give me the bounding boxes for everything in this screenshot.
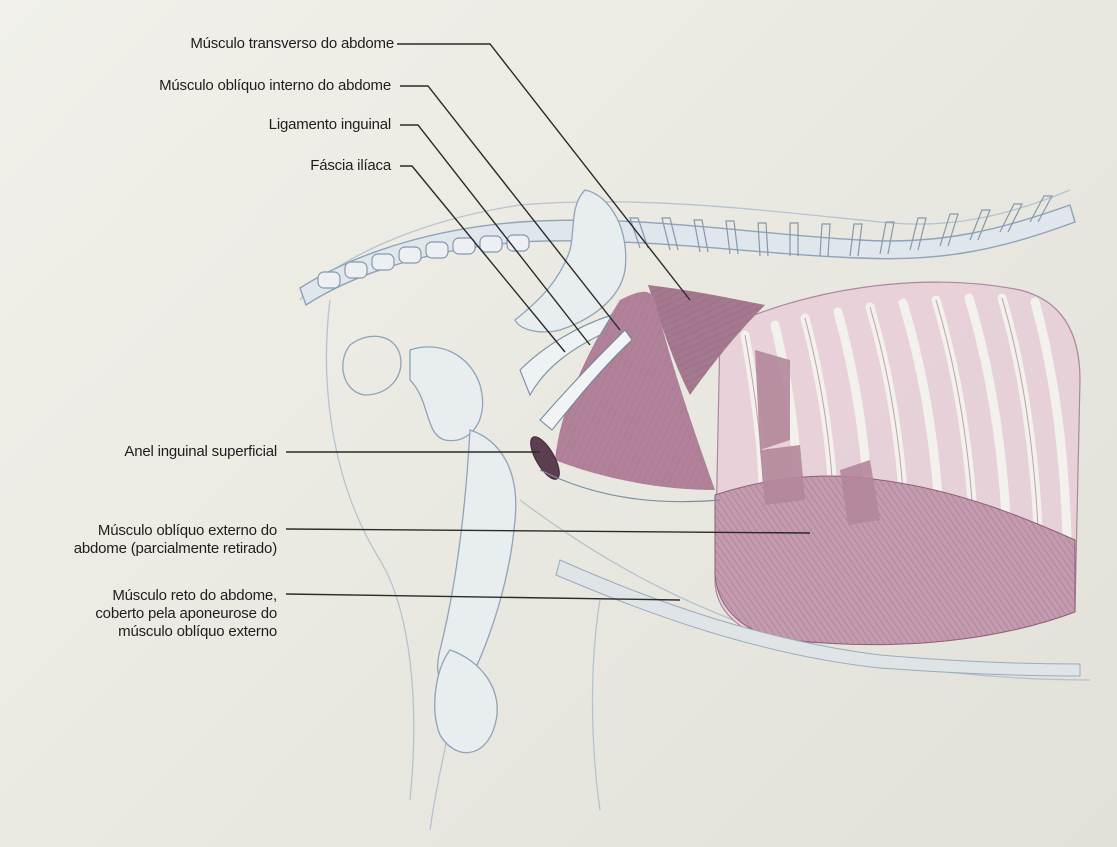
label-obliquo-interno: Músculo oblíquo interno do abdome xyxy=(159,77,391,95)
label-obliquo-externo: Músculo oblíquo externo do abdome (parci… xyxy=(74,522,277,558)
label-obliquo-externo-line1: Músculo oblíquo externo do xyxy=(74,522,277,540)
label-reto-line1: Músculo reto do abdome, xyxy=(95,587,277,605)
label-ligamento-inguinal: Ligamento inguinal xyxy=(269,116,391,134)
label-fascia-iliaca: Fáscia ilíaca xyxy=(310,157,391,175)
label-reto: Músculo reto do abdome, coberto pela apo… xyxy=(95,587,277,641)
label-transverso: Músculo transverso do abdome xyxy=(190,35,394,53)
label-reto-line2: coberto pela aponeurose do xyxy=(95,605,277,623)
label-reto-line3: músculo oblíquo externo xyxy=(95,623,277,641)
pelvis-bones xyxy=(343,190,626,753)
label-anel-inguinal: Anel inguinal superficial xyxy=(124,443,277,461)
leader-transverso xyxy=(397,44,690,300)
label-obliquo-externo-line2: abdome (parcialmente retirado) xyxy=(74,540,277,558)
